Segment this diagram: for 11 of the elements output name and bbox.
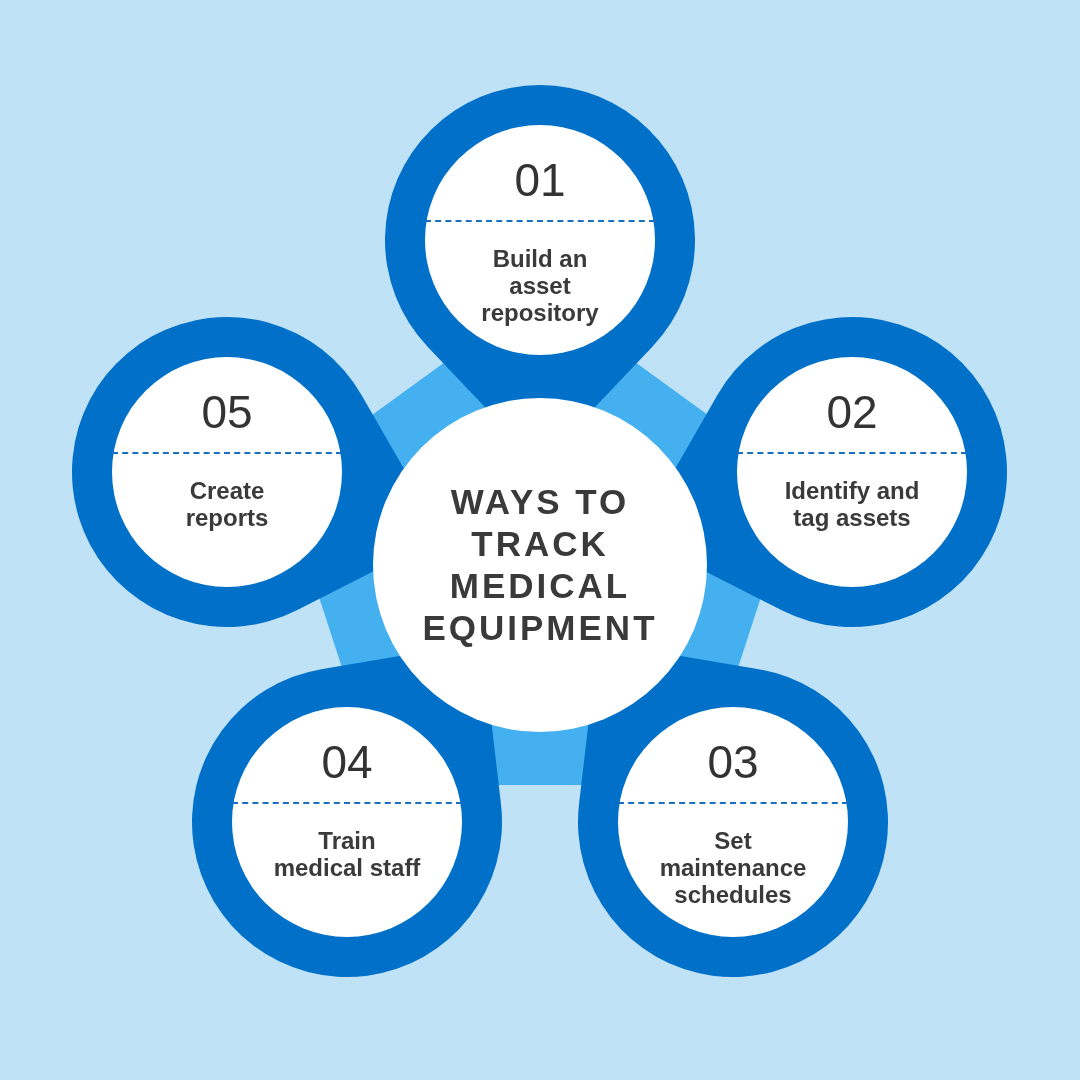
step-label: Create reports	[184, 477, 270, 532]
step-number: 04	[321, 739, 373, 785]
step-number: 02	[826, 389, 878, 435]
step-number: 05	[201, 389, 253, 435]
step-label: Set maintenance schedules	[658, 827, 808, 909]
step-label: Identify and tag assets	[783, 477, 921, 532]
center-label: WAYS TO TRACK MEDICAL EQUIPMENT	[421, 481, 659, 649]
step-number: 01	[514, 157, 566, 203]
step-label: Train medical staff	[272, 827, 422, 882]
step-label: Build an asset repository	[480, 245, 600, 327]
step-number: 03	[707, 739, 759, 785]
